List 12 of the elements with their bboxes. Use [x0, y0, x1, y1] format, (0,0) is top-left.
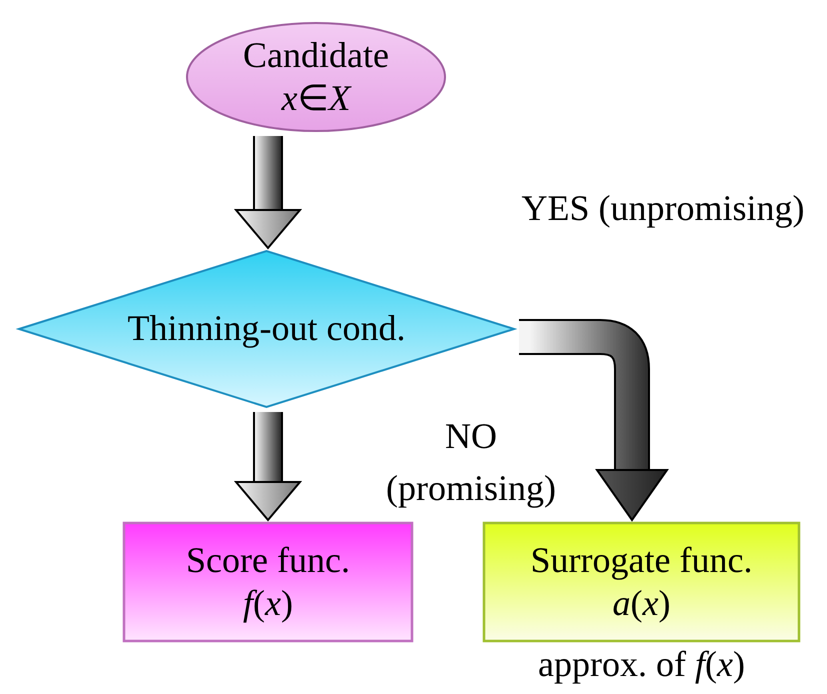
formula-text: f(x) — [243, 582, 293, 625]
note-text: approx. of f(x) — [537, 643, 746, 686]
formula-text: x∈X — [282, 77, 350, 120]
node-label: Surrogate func. — [530, 538, 752, 582]
ellipse-node — [186, 22, 446, 132]
process-box — [483, 522, 800, 642]
formula-text: a(x) — [612, 582, 670, 625]
decision-diamond — [18, 250, 515, 408]
node-label: Candidate — [243, 34, 389, 77]
process-box — [123, 522, 413, 642]
node-label: Score func. — [186, 538, 350, 582]
node-label: Thinning-out cond. — [128, 307, 406, 350]
